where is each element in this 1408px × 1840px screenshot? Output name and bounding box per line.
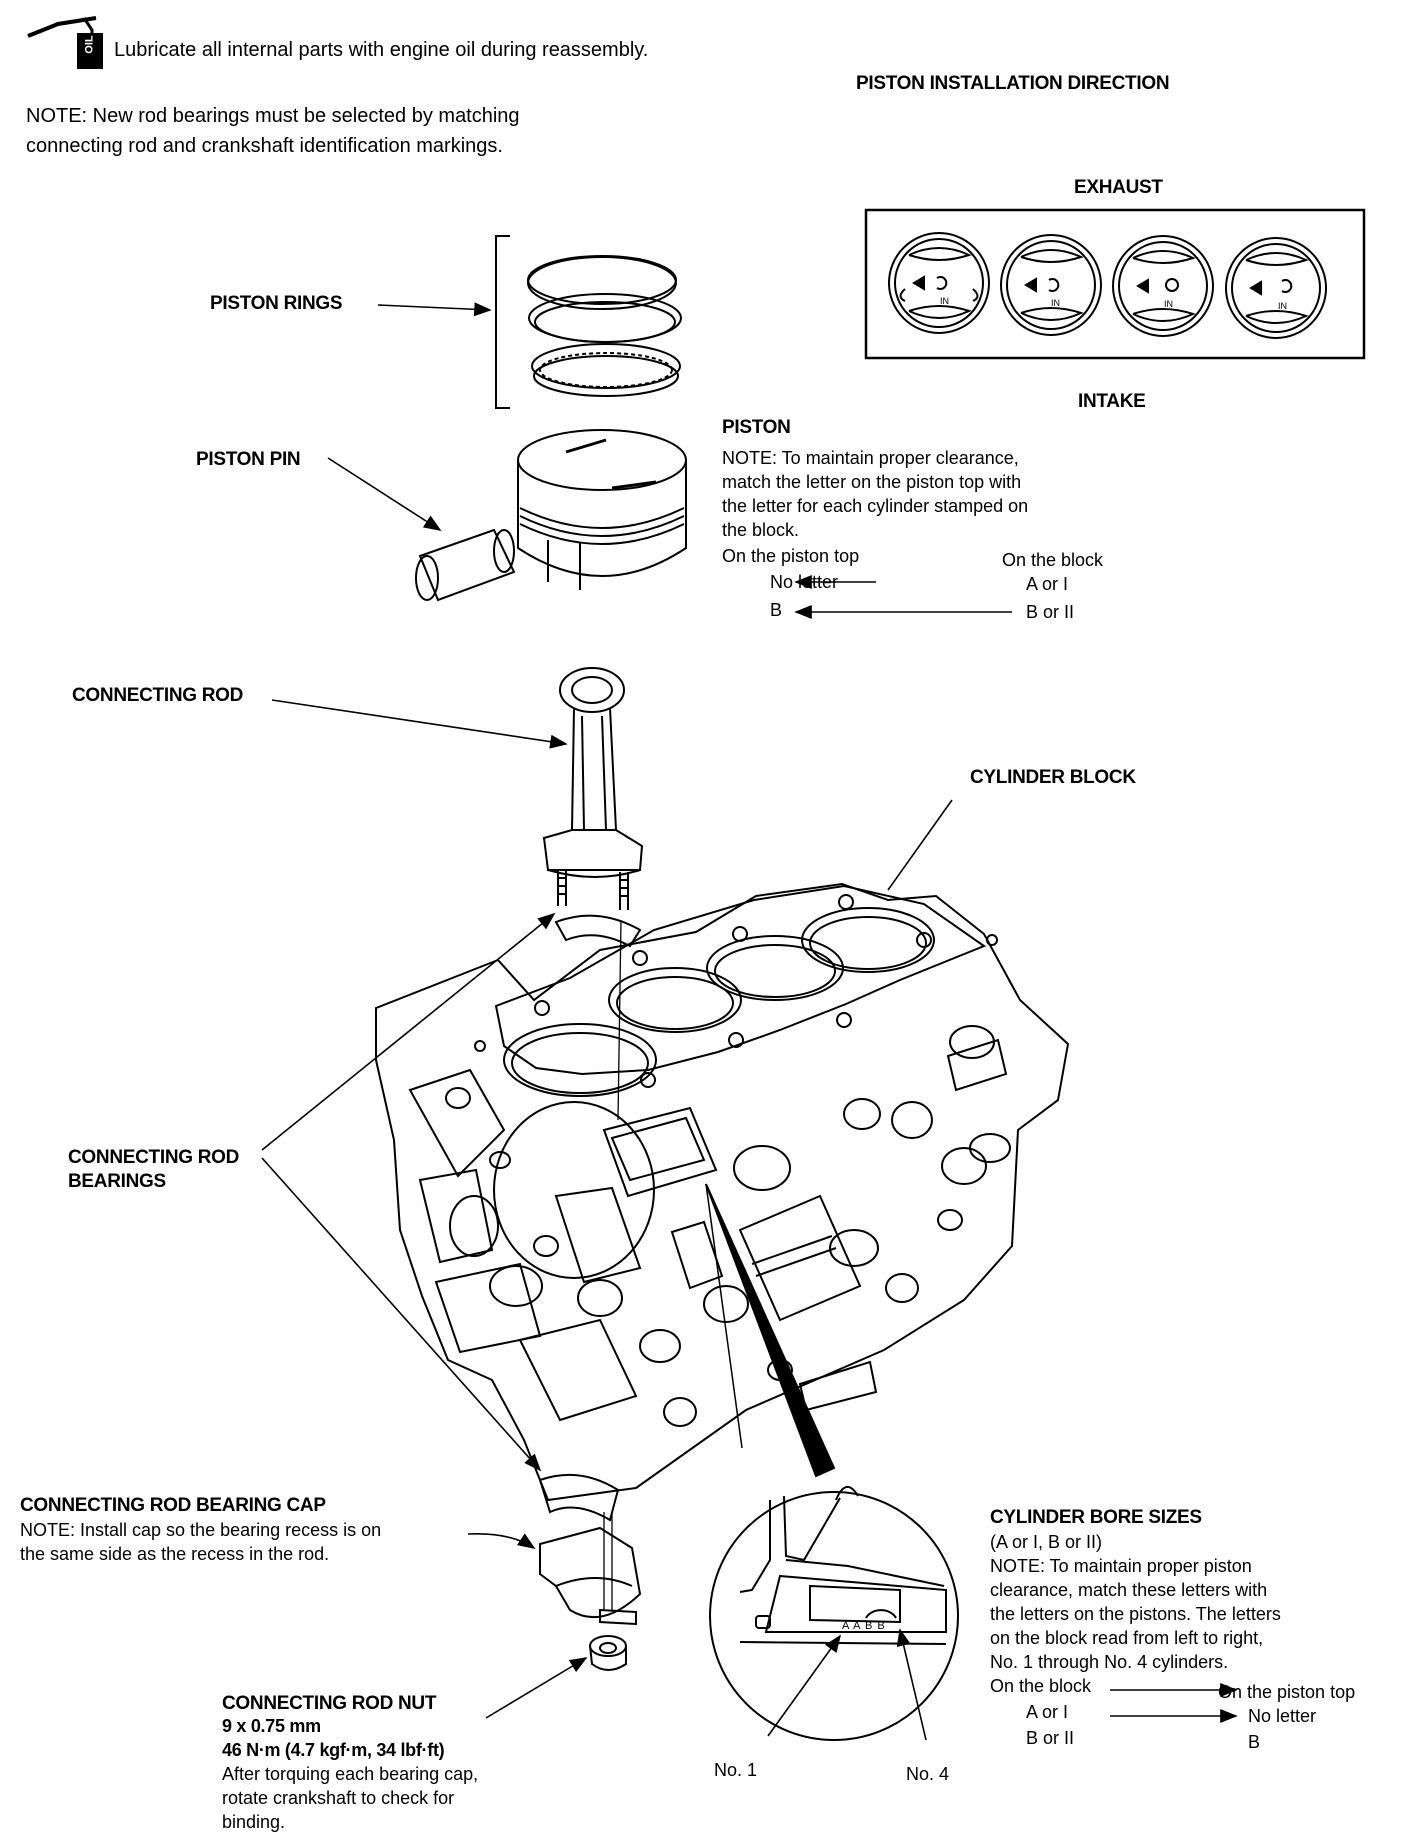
leader-lines [262, 302, 1238, 1740]
connecting-rod-art [544, 668, 642, 910]
rod-nut-text-2: rotate crankshaft to check for [222, 1788, 455, 1808]
cylinder-block-label: CYLINDER BLOCK [970, 767, 1136, 788]
rod-bearings-label-2: BEARINGS [68, 1171, 166, 1192]
bearing-cap-note-2: the same side as the recess in the rod. [20, 1544, 330, 1564]
piston-note-3: the letter for each cylinder stamped on [722, 496, 1029, 516]
bore-row2-block: B or II [1026, 1728, 1075, 1748]
piston-row2-top: B [770, 600, 783, 620]
installation-box [866, 210, 1364, 358]
piston-top-1 [889, 233, 989, 333]
cylinder-block-art [376, 884, 1068, 1500]
rod-nut-title: CONNECTING ROD NUT [222, 1693, 437, 1714]
rings-bracket [496, 236, 510, 408]
in-label-4: IN [1278, 301, 1287, 311]
piston-top-4 [1226, 238, 1326, 338]
piston-art [416, 430, 686, 600]
piston-row2-block: B or II [1026, 602, 1075, 622]
piston-rings-label: PISTON RINGS [210, 293, 343, 314]
exhaust-label: EXHAUST [1074, 177, 1163, 198]
intake-label: INTAKE [1078, 391, 1146, 412]
bearing-cap-note-1: NOTE: Install cap so the bearing recess … [20, 1520, 382, 1540]
piston-note-2: match the letter on the piston top with [722, 472, 1022, 492]
bore-row1-block: A or I [1026, 1702, 1069, 1722]
oil-can-icon [28, 18, 102, 68]
bearing-cap-art [540, 1475, 640, 1624]
bore-note-1: NOTE: To maintain proper piston [990, 1556, 1252, 1576]
bearing-cap-title: CONNECTING ROD BEARING CAP [20, 1495, 326, 1516]
bore-row1-top: No letter [1248, 1706, 1317, 1726]
piston-col-block: On the block [1002, 550, 1104, 570]
note-line-2: connecting rod and crankshaft identifica… [26, 135, 503, 157]
piston-title: PISTON [722, 417, 791, 438]
rod-nut-art [590, 1636, 626, 1670]
bore-note-3: the letters on the pistons. The letters [990, 1604, 1281, 1624]
bore-title: CYLINDER BORE SIZES [990, 1507, 1202, 1528]
detail-wedge [706, 1184, 834, 1476]
rod-nut-text-3: binding. [222, 1812, 286, 1832]
no4-label: No. 4 [906, 1764, 950, 1784]
note-line-1: NOTE: New rod bearings must be selected … [26, 105, 520, 127]
installation-title: PISTON INSTALLATION DIRECTION [856, 73, 1170, 94]
in-label-2: IN [1051, 298, 1060, 308]
piston-top-3 [1113, 236, 1213, 336]
piston-col-top: On the piston top [722, 546, 860, 566]
bore-col-top: On the piston top [1218, 1682, 1356, 1702]
rod-bearings-label-1: CONNECTING ROD [68, 1147, 240, 1168]
bore-col-block: On the block [990, 1676, 1092, 1696]
bore-note-2: clearance, match these letters with [990, 1580, 1268, 1600]
no1-label: No. 1 [714, 1760, 758, 1780]
lubricate-text: Lubricate all internal parts with engine… [114, 39, 649, 61]
piston-note-1: NOTE: To maintain proper clearance, [722, 448, 1019, 468]
upper-bearing-art [556, 916, 640, 946]
rod-nut-text-1: After torquing each bearing cap, [222, 1764, 479, 1784]
piston-top-2 [1001, 235, 1101, 335]
in-label-3: IN [1164, 299, 1173, 309]
rod-nut-torque: 46 N·m (4.7 kgf·m, 34 lbf·ft) [222, 1740, 445, 1760]
bore-note-5: No. 1 through No. 4 cylinders. [990, 1652, 1229, 1672]
piston-row1-top: No letter [770, 572, 839, 592]
oil-can-label: OIL [83, 35, 96, 54]
detail-view [710, 1487, 958, 1740]
piston-note-4: the block. [722, 520, 800, 540]
piston-row1-block: A or I [1026, 574, 1069, 594]
block-stamp: A A B B [842, 1620, 886, 1632]
piston-pin-label: PISTON PIN [196, 449, 301, 470]
connecting-rod-label: CONNECTING ROD [72, 685, 244, 706]
bore-sub: (A or I, B or II) [990, 1532, 1103, 1552]
bore-row2-top: B [1248, 1732, 1261, 1752]
bore-note-4: on the block read from left to right, [990, 1628, 1264, 1648]
rod-nut-size: 9 x 0.75 mm [222, 1716, 321, 1736]
in-label-1: IN [940, 296, 949, 306]
piston-rings-art [528, 256, 681, 396]
